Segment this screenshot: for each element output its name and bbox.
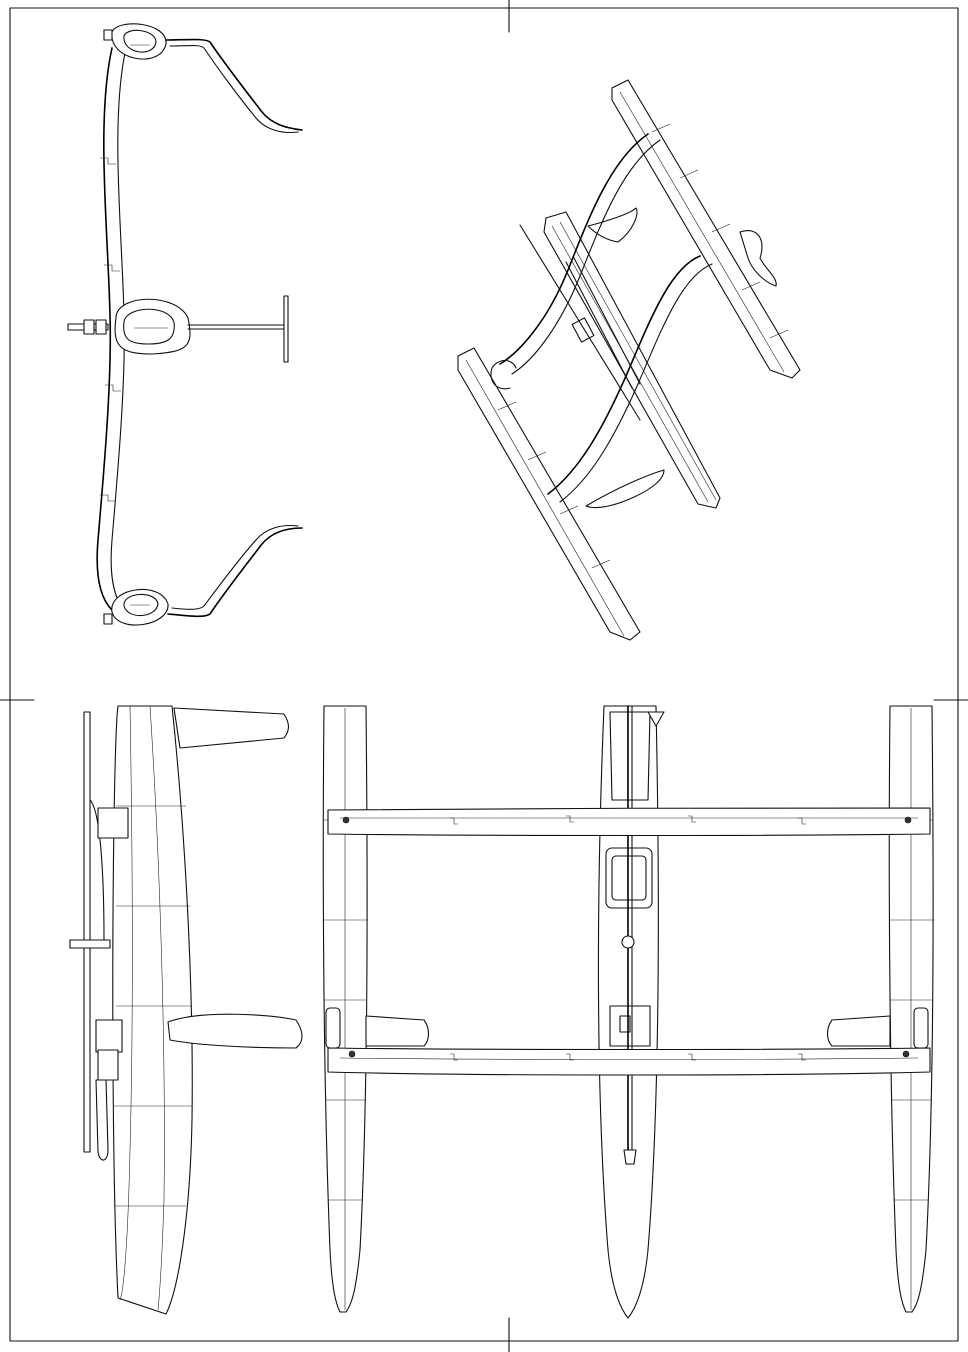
beam-joint-2 (104, 264, 120, 272)
iso-aft-foil (585, 469, 665, 509)
iso-front-beam-outer (499, 133, 649, 365)
front-bowsprit-fitting-2 (95, 319, 107, 335)
isometric-view (457, 79, 801, 641)
iso-aft-beam-outer (547, 255, 701, 495)
top-right-float-hatch (913, 1007, 929, 1049)
side-view (69, 705, 303, 1315)
side-main-hull (112, 705, 193, 1315)
top-main-winch (621, 935, 635, 949)
iso-right-float-station-5 (769, 329, 789, 339)
top-main-bow-fitting (647, 711, 665, 727)
front-top-foil (165, 38, 303, 131)
top-main-hull-cockpit (605, 847, 653, 909)
front-main-hull-deck (123, 308, 175, 345)
top-forward-beam-joint-4 (798, 817, 806, 825)
iso-left-float-chine (465, 359, 625, 637)
front-top-float (111, 23, 167, 60)
front-bottom-fitting (103, 613, 113, 625)
top-main-hull-foredeck (609, 711, 651, 801)
top-forward-beam-pin-left (342, 816, 350, 824)
border-rect (9, 7, 959, 1342)
top-main-hull-aft-hatch (619, 1015, 631, 1033)
iso-front-beam-end (490, 359, 517, 390)
beam-joint-3 (105, 384, 121, 392)
side-mast (83, 711, 91, 1153)
iso-front-beam-inner (511, 139, 661, 375)
front-main-hull (114, 298, 191, 355)
front-center-foil-wing (283, 295, 289, 363)
side-hull-sheerline (119, 705, 133, 1301)
side-lower-foil (167, 1013, 303, 1049)
iso-main-hull-chine-2 (559, 221, 717, 501)
top-main-hull-cockpit-inner (611, 855, 647, 901)
side-fitting-lower (95, 1019, 123, 1053)
iso-right-float-station-4 (741, 281, 761, 291)
side-fitting-upper (97, 807, 129, 839)
front-bottom-foil-inner (171, 524, 299, 610)
side-rudder (95, 1079, 109, 1161)
top-view (322, 705, 934, 1319)
iso-left-float-station-3 (559, 505, 579, 515)
top-aft-beam-joint-1 (450, 1053, 458, 1061)
iso-aft-beam-inner (559, 263, 713, 503)
side-rigging (89, 799, 105, 941)
top-right-foil (826, 1015, 891, 1047)
beam-joint-4 (100, 494, 116, 502)
top-aft-beam-line (339, 1057, 919, 1060)
front-top-foil-inner (169, 44, 299, 134)
iso-left-float-station-2 (527, 451, 547, 461)
top-aft-beam-joint-3 (688, 1053, 696, 1061)
beam-joint-1 (100, 157, 116, 165)
iso-right-float-station-3 (711, 223, 731, 233)
top-forward-beam-joint-1 (450, 817, 458, 825)
iso-main-hull-fitting (571, 317, 595, 343)
side-upper-foil (173, 707, 290, 749)
front-beam-inner (110, 47, 127, 611)
top-aft-beam-joint-4 (798, 1053, 806, 1061)
top-forward-beam-pin-right (904, 816, 912, 824)
iso-center-foil (587, 207, 638, 243)
top-left-foil (365, 1015, 430, 1047)
top-left-float-hatch (325, 1007, 341, 1049)
top-aft-beam-joint-2 (566, 1053, 574, 1061)
front-bowsprit-fitting (83, 319, 95, 335)
iso-right-float-chine (619, 91, 785, 373)
iso-main-hull-cockpit-2 (573, 257, 641, 385)
top-forward-beam-joint-3 (688, 815, 696, 823)
front-top-fitting (103, 29, 113, 41)
top-forward-beam-joint-2 (566, 815, 574, 823)
iso-right-float-station-2 (679, 169, 699, 179)
iso-left-float-station-1 (497, 401, 517, 411)
top-main-rudder (623, 1149, 637, 1165)
top-aft-beam (327, 1047, 931, 1076)
front-view (67, 23, 303, 626)
side-bowsprit (69, 939, 111, 949)
iso-right-foil (739, 230, 777, 287)
iso-left-float-station-4 (591, 559, 611, 569)
iso-right-float (611, 79, 801, 379)
top-main-hull-aft-deck (609, 1005, 651, 1047)
side-hull-chine (149, 705, 165, 1311)
front-top-float-deck (123, 29, 157, 53)
top-aft-beam-pin-left (348, 1050, 356, 1058)
top-forward-beam (327, 807, 931, 837)
front-bottom-float-deck (123, 593, 159, 617)
front-bottom-foil (167, 527, 303, 618)
iso-right-float-station-1 (651, 123, 671, 133)
side-rudder-head (97, 1049, 119, 1081)
front-beam-outer (96, 47, 113, 611)
top-aft-beam-pin-right (902, 1050, 910, 1058)
